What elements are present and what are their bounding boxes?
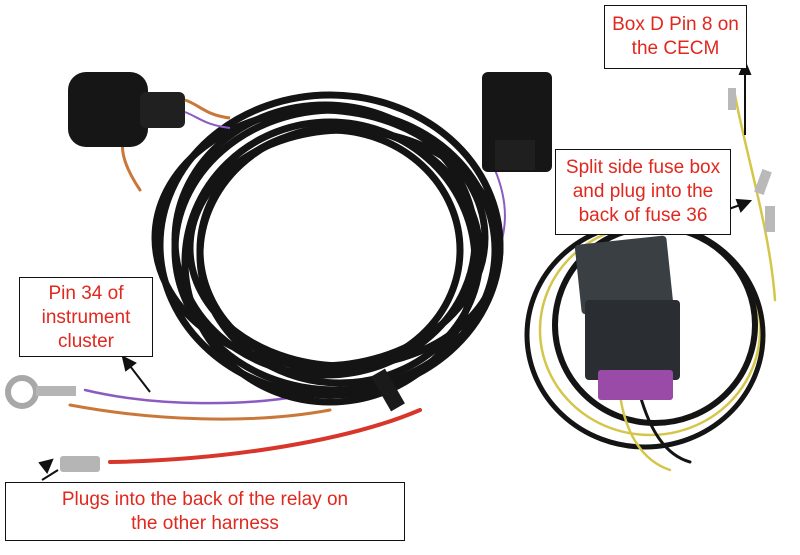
callout-fuse-36: Split side fuse box and plug into the ba… — [555, 149, 731, 235]
terminals — [5, 88, 775, 472]
arrows — [38, 59, 753, 481]
callout-fuse-line2: and plug into the — [572, 181, 714, 202]
callout-pin-34: Pin 34 of instrument cluster — [19, 277, 153, 357]
callout-box-d-line2: the CECM — [631, 38, 720, 59]
callout-fuse-line1: Split side fuse box — [565, 157, 721, 178]
round-connector — [68, 72, 231, 147]
callout-pin-line1: Pin 34 of — [48, 283, 124, 304]
cable-tie — [371, 368, 405, 412]
callout-pin-line2: instrument — [41, 307, 131, 328]
relay-connector — [574, 235, 680, 400]
callout-relay: Plugs into the back of the relay on the … — [5, 482, 405, 541]
callout-fuse-line3: back of fuse 36 — [578, 205, 708, 226]
callout-relay-line2: the other harness — [131, 513, 279, 534]
coiled-harness — [151, 91, 504, 406]
loose-wires — [68, 113, 506, 464]
rect-connector — [482, 72, 552, 172]
callout-relay-line1: Plugs into the back of the relay on — [61, 489, 349, 510]
callout-pin-line3: cluster — [58, 331, 114, 352]
callout-box-d-line1: Box D Pin 8 on — [612, 14, 739, 35]
callout-box-d-pin: Box D Pin 8 on the CECM — [604, 5, 747, 69]
